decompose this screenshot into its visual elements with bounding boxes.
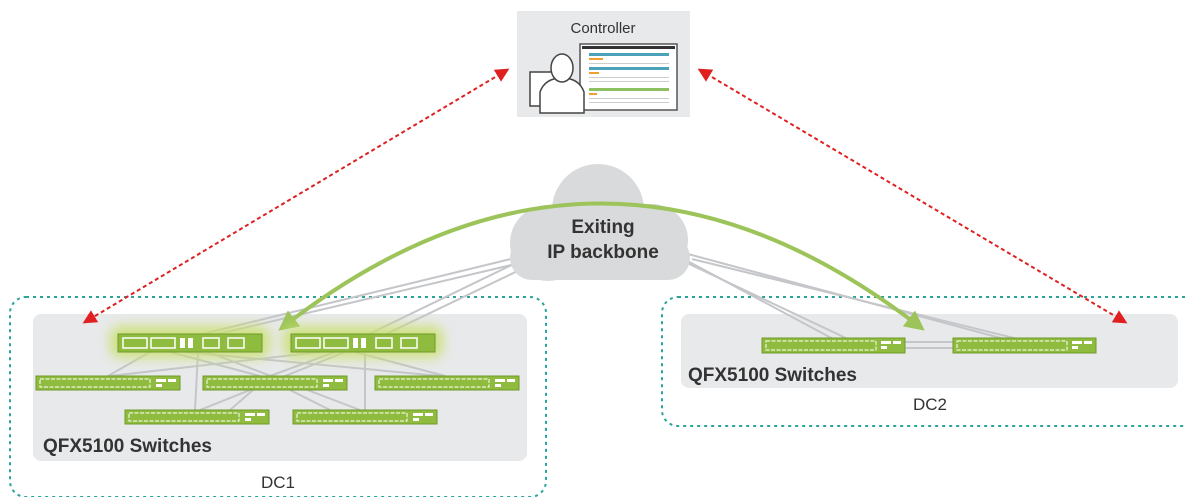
operator-user-icon — [529, 53, 585, 114]
controller-link-dc1 — [82, 68, 510, 324]
backbone-label-line1: Exiting — [571, 217, 634, 238]
backbone-label-line2: IP backbone — [547, 242, 659, 263]
controller-node: Controller — [517, 11, 690, 117]
dc2-name-label: DC2 — [913, 395, 947, 414]
dc1-name-label: DC1 — [261, 473, 295, 492]
dc1-spine-switch-1 — [110, 326, 270, 358]
controller-label: Controller — [570, 20, 635, 37]
dc1-switches-label: QFX5100 Switches — [43, 436, 212, 457]
dc1-leaf-switch-3 — [374, 375, 520, 391]
dashboard-screen-icon — [579, 43, 678, 111]
dc1-leaf-switch-4 — [124, 409, 270, 425]
dc2-panel — [681, 314, 1178, 388]
dc1-leaf-switch-5 — [292, 409, 438, 425]
dc2-switch-2 — [952, 337, 1097, 354]
dc2-switches-label: QFX5100 Switches — [688, 365, 857, 386]
dc1-leaf-switch-2 — [202, 375, 348, 391]
dc2-switch-1 — [761, 337, 906, 354]
dc2-links — [905, 341, 953, 349]
ip-backbone-cloud — [510, 164, 690, 281]
dc1-leaf-switch-1 — [35, 375, 181, 391]
controller-link-dc2 — [697, 68, 1128, 324]
dc1-spine-switch-2 — [283, 326, 443, 358]
